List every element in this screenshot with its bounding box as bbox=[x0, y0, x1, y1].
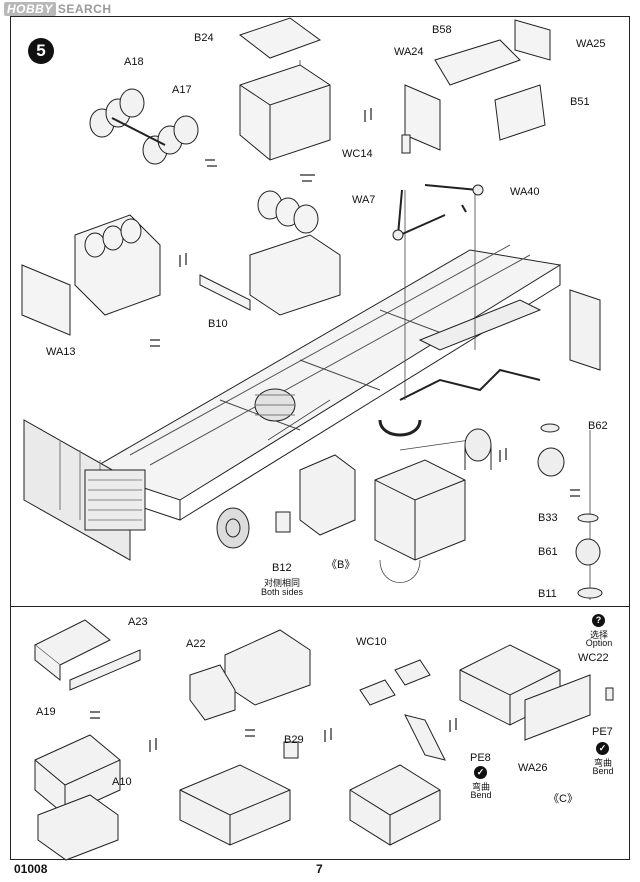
chassis-frame-drawing bbox=[23, 244, 601, 561]
bend-note-cn-2: 弯曲 bbox=[593, 758, 612, 768]
part-label-b12: B12 bbox=[272, 562, 292, 574]
assembly-arrows bbox=[90, 108, 580, 752]
both-sides-note-cn: 对侧相同 bbox=[263, 578, 300, 588]
bottom-tank-wc10-pe8-drawing bbox=[349, 659, 446, 846]
part-label-wa26: WA26 bbox=[518, 762, 548, 774]
kit-code: 01008 bbox=[14, 862, 48, 876]
part-label-b62: B62 bbox=[588, 420, 608, 432]
part-label-a19: A19 bbox=[36, 706, 56, 718]
part-label-a18: A18 bbox=[124, 56, 144, 68]
part-label-b24: B24 bbox=[194, 32, 214, 44]
part-label-a22: A22 bbox=[186, 638, 206, 650]
part-label-wa13: WA13 bbox=[46, 346, 76, 358]
part-label-b33: B33 bbox=[538, 512, 558, 524]
part-label-wa7: WA7 bbox=[352, 194, 376, 206]
part-label-b58: B58 bbox=[432, 24, 452, 36]
part-label-b51: B51 bbox=[570, 96, 590, 108]
section-divider bbox=[10, 606, 630, 607]
struts-wa7-wa40-drawing bbox=[392, 184, 484, 241]
panels-b58-wa24-wa25-b51-drawing bbox=[401, 19, 551, 154]
reference-c-label: 《C》 bbox=[548, 793, 578, 805]
part-label-wa25: WA25 bbox=[576, 38, 606, 50]
part-label-b29: B29 bbox=[284, 734, 304, 746]
both-sides-note-en: Both sides bbox=[260, 587, 304, 597]
filter-parts-drawing bbox=[464, 423, 603, 599]
part-label-wa40: WA40 bbox=[510, 186, 540, 198]
option-icon: ? bbox=[592, 614, 605, 627]
watermark-text: SEARCH bbox=[57, 2, 112, 16]
bottom-tank-a10-drawing bbox=[34, 734, 121, 861]
bottom-tank-a22-drawing bbox=[189, 629, 311, 721]
bottom-tank-c-drawing bbox=[459, 644, 614, 741]
part-label-pe7: PE7 bbox=[592, 726, 613, 738]
bottom-tank-a19-a23-drawing bbox=[34, 619, 141, 691]
part-label-a10: A10 bbox=[112, 776, 132, 788]
bend-note-en-1: Bend bbox=[470, 790, 492, 800]
instruction-frame bbox=[10, 16, 630, 860]
battery-box-wa13-drawing bbox=[21, 214, 161, 336]
page-number: 7 bbox=[316, 862, 323, 876]
part-label-a17: A17 bbox=[172, 84, 192, 96]
part-label-wc10: WC10 bbox=[356, 636, 387, 648]
part-label-b10: B10 bbox=[208, 318, 228, 330]
bend-note-en-2: Bend bbox=[592, 766, 614, 776]
part-label-wa24: WA24 bbox=[394, 46, 424, 58]
part-label-b11: B11 bbox=[538, 588, 557, 600]
battery-pack-b10-drawing bbox=[199, 190, 341, 316]
bend-icon-pe7: ✓ bbox=[596, 742, 609, 755]
fuel-tank-b-drawing bbox=[275, 454, 466, 561]
part-label-a23: A23 bbox=[128, 616, 148, 628]
watermark-logo: HOBBY bbox=[4, 2, 56, 16]
step-number-badge: 5 bbox=[28, 38, 54, 64]
reference-b-label: 《B》 bbox=[326, 559, 356, 571]
bend-icon-pe8: ✓ bbox=[474, 766, 487, 779]
bend-note-cn-1: 弯曲 bbox=[471, 782, 490, 792]
option-note-cn: 选择 bbox=[589, 630, 608, 640]
bottom-tank-b29-drawing bbox=[179, 741, 299, 846]
part-label-pe8: PE8 bbox=[470, 752, 491, 764]
option-note-en: Option bbox=[585, 638, 613, 648]
tire-set-a17-a18-drawing bbox=[89, 88, 199, 165]
part-label-b61: B61 bbox=[538, 546, 558, 558]
battery-box-b24-drawing bbox=[238, 17, 331, 161]
part-label-wc14: WC14 bbox=[342, 148, 373, 160]
part-label-wc22: WC22 bbox=[578, 652, 609, 664]
